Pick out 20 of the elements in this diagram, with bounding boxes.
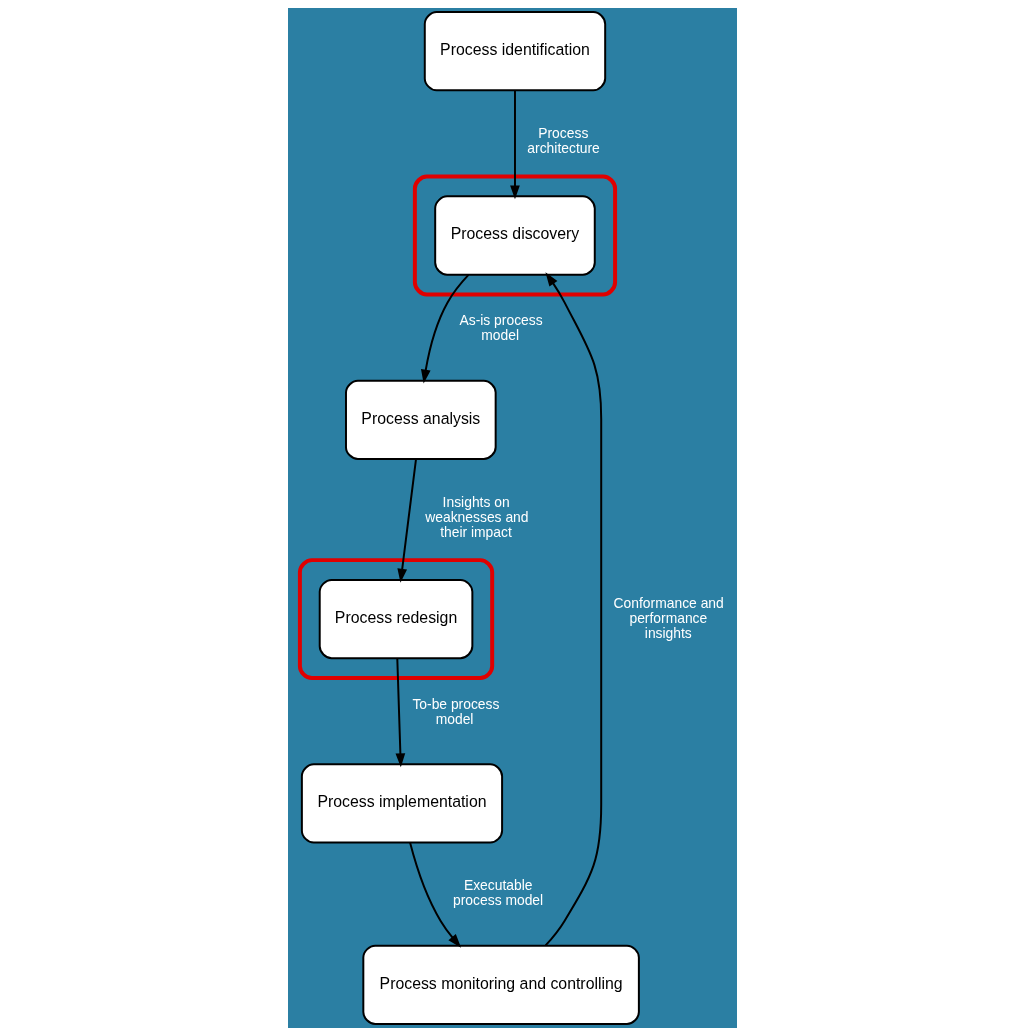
arrow	[395, 657, 406, 768]
edge-label: Process architecture	[527, 125, 600, 156]
edge-label: Executable process model	[453, 877, 544, 909]
node-box: Process implementation	[300, 763, 504, 844]
edge-label: To-be process model	[412, 696, 500, 727]
arrow	[544, 272, 603, 947]
arrow	[409, 841, 462, 948]
edge-label: Conformance and performance insights	[613, 595, 724, 642]
arrow	[397, 458, 417, 583]
node-box: Process analysis	[345, 379, 497, 460]
node-box: Process discovery	[434, 195, 596, 276]
cluster	[412, 174, 618, 297]
edge-label: As-is process model	[459, 312, 543, 344]
arrow	[510, 89, 520, 200]
node-box: Process redesign	[318, 578, 474, 660]
edge-label: Insights on weaknesses and their impact	[425, 494, 529, 541]
node-box: Process identification	[423, 11, 607, 92]
cluster	[297, 558, 495, 681]
node-box: Process monitoring and controlling	[362, 944, 640, 1025]
arrow	[420, 273, 470, 384]
